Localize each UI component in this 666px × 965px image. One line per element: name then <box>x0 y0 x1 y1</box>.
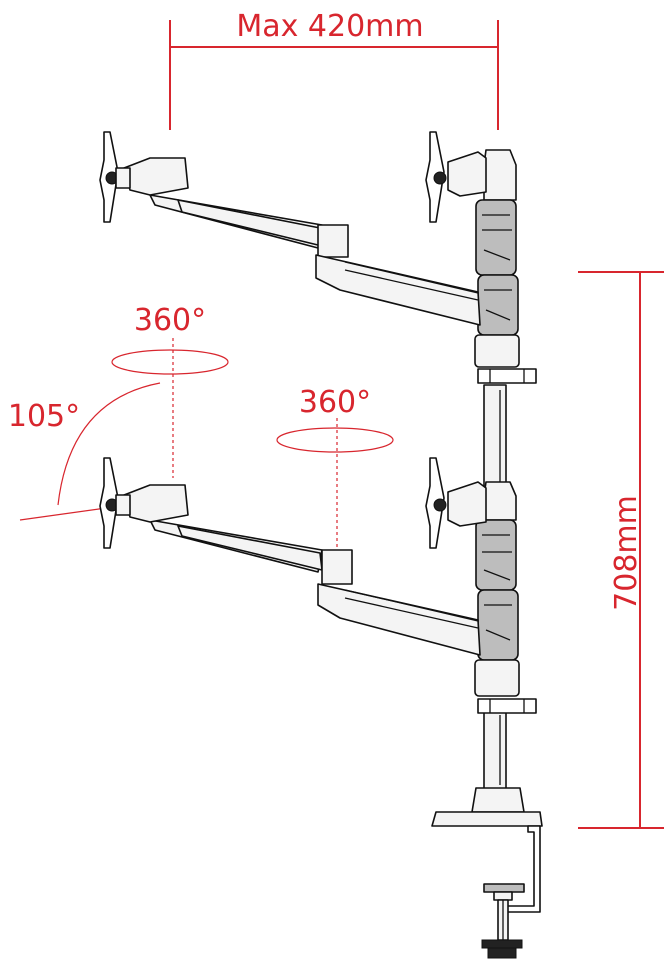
lower-left-arm <box>123 484 481 656</box>
rotation-upper-label: 360° <box>134 303 206 338</box>
tilt-label: 105° <box>8 399 80 434</box>
upper-left-arm <box>123 157 481 326</box>
rotation-indicator-middle: 360° <box>276 385 394 552</box>
max-width-dimension: Max 420mm <box>169 9 499 130</box>
desk-clamp <box>431 787 543 959</box>
height-dimension: 708mm <box>578 271 664 829</box>
max-width-label: Max 420mm <box>236 9 423 44</box>
height-label: 708mm <box>609 495 644 611</box>
upper-pole-joints <box>474 149 537 384</box>
vesa-plate-upper-right <box>425 131 487 223</box>
rotation-indicator-upper: 360° <box>111 303 229 478</box>
vesa-plate-lower-right <box>425 457 487 549</box>
tilt-indicator: 105° <box>8 382 161 521</box>
vesa-plate-upper-left <box>99 131 131 223</box>
vesa-plate-lower-left <box>99 457 131 549</box>
rotation-middle-label: 360° <box>299 385 371 420</box>
lower-pole-joints <box>474 481 537 714</box>
